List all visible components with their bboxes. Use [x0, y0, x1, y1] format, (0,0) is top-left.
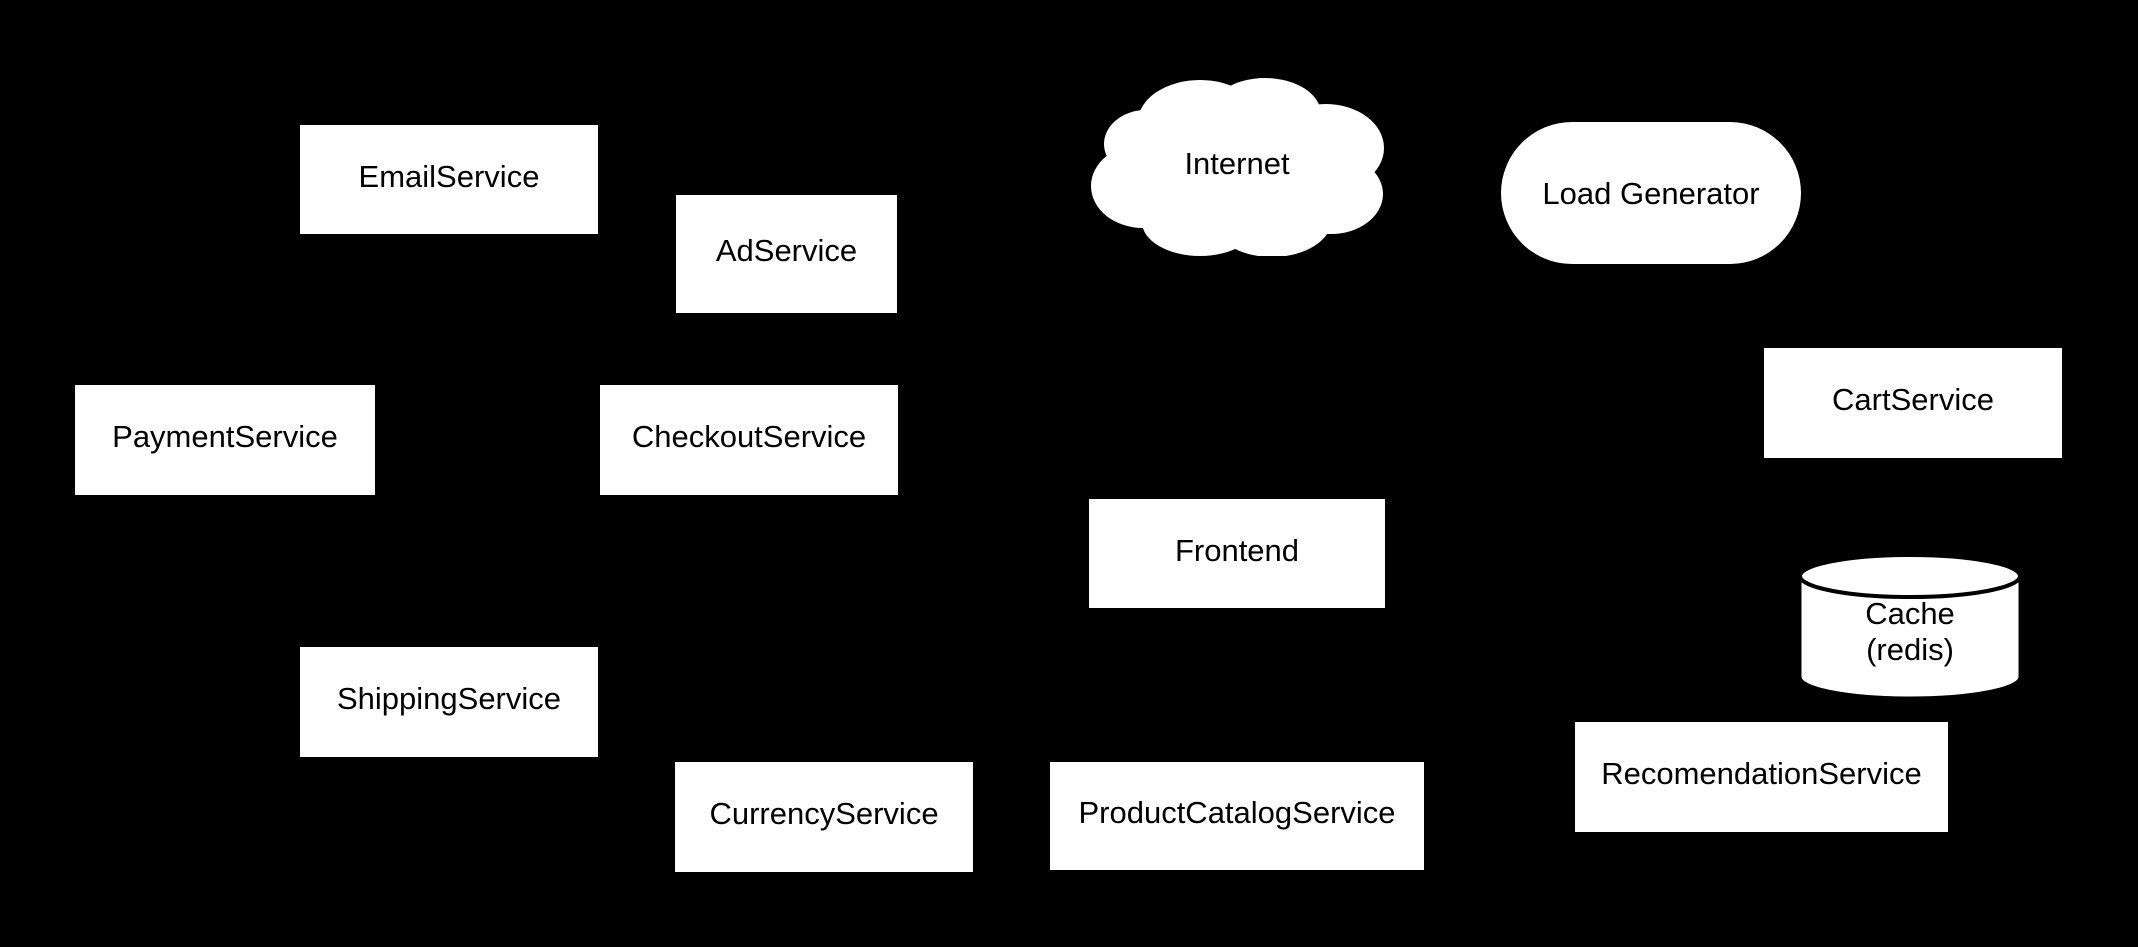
node-currency-service[interactable]: CurrencyService	[675, 762, 973, 872]
cylinder-icon	[1798, 553, 2022, 700]
node-label-line-2: (redis)	[1866, 631, 1954, 667]
node-product-catalog-service[interactable]: ProductCatalogService	[1050, 762, 1424, 870]
node-frontend[interactable]: Frontend	[1089, 499, 1385, 608]
node-recomendation-service[interactable]: RecomendationService	[1575, 722, 1948, 832]
node-label-group: Cache (redis)	[1865, 596, 1955, 667]
node-label: Load Generator	[1542, 176, 1760, 212]
node-label: CheckoutService	[631, 419, 867, 455]
node-payment-service[interactable]: PaymentService	[75, 385, 375, 495]
node-checkout-service[interactable]: CheckoutService	[600, 385, 898, 495]
node-label: RecomendationService	[1601, 756, 1922, 792]
node-cache-redis[interactable]: Cache (redis)	[1798, 553, 2022, 700]
node-label: PaymentService	[112, 419, 338, 455]
node-label: ProductCatalogService	[1078, 795, 1396, 831]
node-shipping-service[interactable]: ShippingService	[300, 647, 598, 757]
node-label: CurrencyService	[709, 796, 939, 832]
node-internet[interactable]: Internet	[1088, 76, 1386, 256]
node-label: Frontend	[1174, 532, 1300, 568]
node-label: Internet	[1184, 146, 1290, 182]
node-label: ShippingService	[336, 681, 562, 717]
node-label: AdService	[715, 233, 858, 269]
node-ad-service[interactable]: AdService	[676, 195, 897, 313]
node-load-generator[interactable]: Load Generator	[1501, 122, 1801, 264]
node-label-line-1: Cache	[1865, 595, 1955, 631]
node-label: CartService	[1832, 382, 1994, 418]
cloud-icon	[1091, 78, 1384, 256]
node-cart-service[interactable]: CartService	[1764, 348, 2062, 458]
node-email-service[interactable]: EmailService	[300, 125, 598, 234]
node-label: EmailService	[358, 158, 540, 194]
